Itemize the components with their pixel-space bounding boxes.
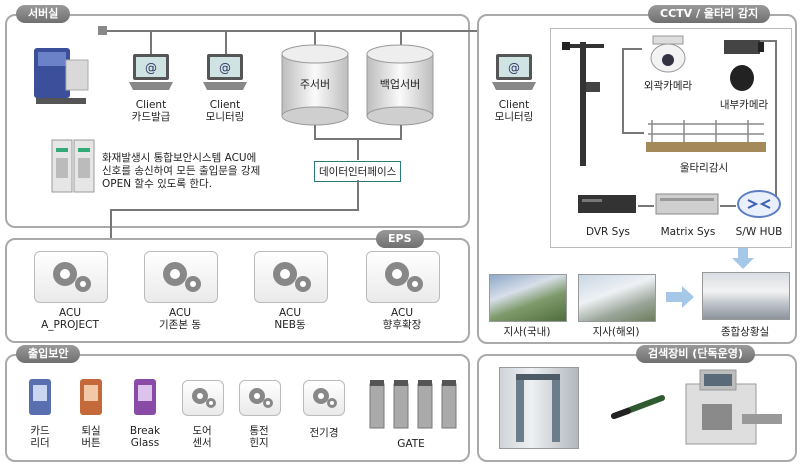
drop-line (314, 31, 316, 47)
matrix-icon (655, 193, 719, 215)
cctv-tab: CCTV / 울타리 감지 (648, 5, 771, 23)
eps-link-line (357, 180, 359, 210)
data-interface-box: 데이터인터페이스 (314, 161, 402, 182)
switch-hub-label: S/W HUB (735, 226, 783, 238)
gate-icon (369, 380, 457, 429)
dvr-icon (578, 195, 636, 213)
laptop-icon: @ (203, 54, 247, 90)
svg-text:@: @ (219, 61, 231, 75)
server-room-tab: 서버실 (16, 5, 71, 23)
inner-camera-label: 내부카메라 (719, 99, 769, 111)
branch-domestic-label: 지사(국내) (503, 326, 551, 338)
fire-note: 화재발생시 통합보안시스템 ACU에 신호를 송신하여 모든 출입문을 강제 O… (102, 152, 261, 190)
camera-link-line (622, 132, 644, 134)
gear-icon (249, 388, 273, 408)
server-link-line (400, 125, 402, 139)
network-line (102, 30, 518, 32)
acu-box (34, 251, 108, 303)
break-glass-icon (134, 379, 156, 415)
control-room-label: 종합상황실 (720, 326, 770, 338)
control-room-photo (702, 272, 790, 320)
gear-icon (385, 262, 423, 292)
card-reader-icon (29, 379, 51, 415)
electric-lock-box (303, 380, 345, 416)
device-link-line (638, 205, 654, 207)
gear-icon (163, 262, 201, 292)
fence-icon (646, 120, 766, 152)
svg-text:@: @ (145, 61, 157, 75)
matrix-label: Matrix Sys (660, 226, 716, 238)
fire-panel-icon (51, 139, 95, 193)
dome-camera-icon (650, 35, 686, 73)
electric-lock-label: 전기경 (309, 427, 339, 439)
drop-line (400, 31, 402, 47)
acu-box (144, 251, 218, 303)
right-arrow-icon (666, 286, 694, 308)
device-link-line (720, 205, 736, 207)
branch-overseas-photo (578, 274, 656, 322)
backup-server-icon (366, 44, 434, 126)
gear-icon (273, 262, 311, 292)
drop-line (150, 31, 152, 55)
card-issuer-machine-icon (34, 48, 89, 104)
gear-icon (313, 388, 337, 408)
outer-camera-label: 외곽카메라 (643, 80, 693, 92)
camera-link-line (622, 48, 624, 132)
camera-link-line (775, 40, 777, 200)
switch-hub-icon (737, 190, 781, 218)
main-server-label: 주서버 (299, 78, 331, 91)
camera-link-line (622, 48, 642, 50)
eps-link-line (110, 209, 359, 211)
backup-server-label: 백업서버 (379, 78, 421, 91)
branch-domestic-photo (489, 274, 567, 322)
eps-tab: EPS (376, 230, 424, 248)
door-sensor-box (182, 380, 224, 416)
fence-label: 울타리감시 (679, 162, 729, 174)
metal-detector-gate-photo (499, 367, 579, 449)
access-tab: 출입보안 (16, 345, 81, 363)
down-arrow-icon (732, 248, 754, 269)
svg-text:@: @ (508, 61, 520, 75)
laptop-icon: @ (492, 54, 536, 90)
acu-box (254, 251, 328, 303)
gear-icon (192, 388, 216, 408)
gear-icon (53, 262, 91, 292)
xray-scanner-icon (685, 369, 782, 445)
laptop-icon: @ (129, 54, 173, 90)
server-link-line (357, 138, 359, 160)
inspection-tab: 검색장비 (단독운영) (636, 345, 755, 363)
camera-link-line (760, 40, 777, 42)
handheld-detector-icon (611, 395, 665, 419)
server-link-line (314, 125, 316, 139)
network-node (98, 26, 107, 35)
main-server-icon (281, 44, 349, 126)
gate-label: GATE (397, 438, 425, 450)
metal-detector-gate-icon (516, 374, 560, 442)
eps-link-line (110, 209, 112, 251)
box-camera-icon (724, 40, 764, 91)
dvr-label: DVR Sys (585, 226, 631, 238)
branch-overseas-label: 지사(해외) (592, 326, 640, 338)
camera-pole-icon (562, 42, 604, 166)
drop-line (225, 31, 227, 55)
exit-button-icon (80, 379, 102, 415)
hinge-box (239, 380, 281, 416)
acu-box (366, 251, 440, 303)
